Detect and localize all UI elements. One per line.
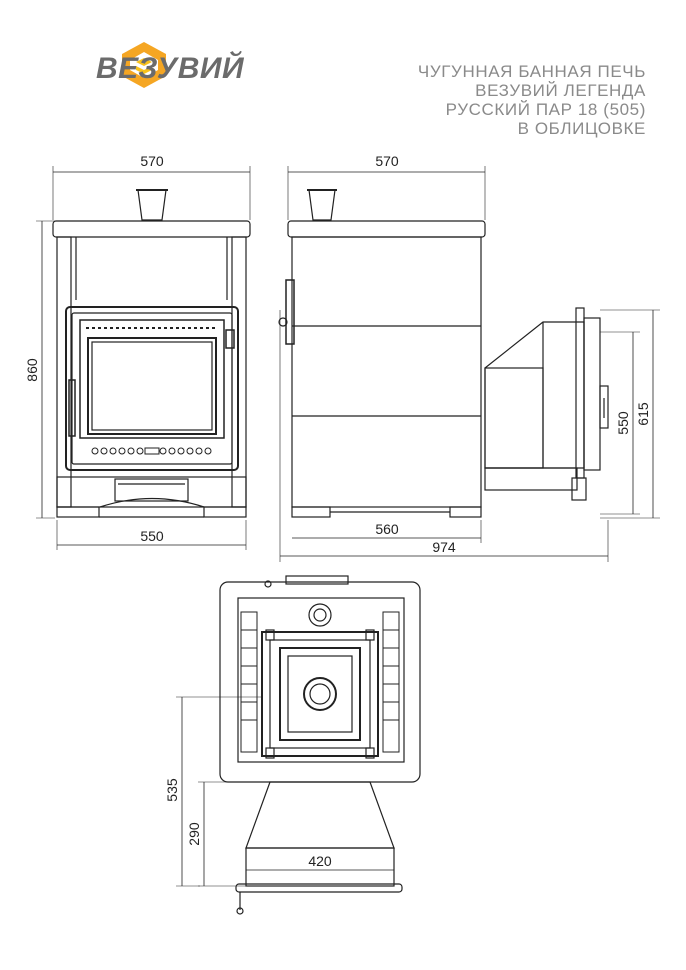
- dim-tunnel-height: 550: [615, 411, 631, 435]
- dim-plan-total-depth: 535: [164, 778, 180, 802]
- dim-side-width-top: 570: [375, 153, 399, 169]
- front-view: 570: [24, 153, 251, 550]
- dim-tunnel-total-height: 615: [635, 402, 651, 426]
- title-line: ВЕЗУВИЙ ЛЕГЕНДА: [475, 81, 646, 100]
- dim-side-total-length: 974: [432, 539, 456, 555]
- dim-plan-tunnel-depth: 290: [186, 822, 202, 846]
- dim-front-width-bottom: 550: [140, 528, 164, 544]
- dim-front-height: 860: [24, 358, 40, 382]
- vezuviy-logo-icon: [122, 42, 166, 88]
- title-line: ЧУГУННАЯ БАННАЯ ПЕЧЬ: [417, 62, 646, 81]
- title-line: В ОБЛИЦОВКЕ: [517, 119, 646, 138]
- dim-front-width-top: 570: [140, 153, 164, 169]
- plan-view: 420 290 535: [164, 575, 421, 915]
- brand-name: ВЕЗУВИЙ: [96, 52, 245, 85]
- product-title: ЧУГУННАЯ БАННАЯ ПЕЧЬ ВЕЗУВИЙ ЛЕГЕНДА РУС…: [418, 62, 646, 138]
- title-line: РУССКИЙ ПАР 18 (505): [445, 100, 646, 119]
- dim-plan-tunnel-width: 420: [308, 853, 332, 869]
- side-view: 570 560 974: [278, 153, 660, 562]
- dim-side-body-depth: 560: [375, 521, 399, 537]
